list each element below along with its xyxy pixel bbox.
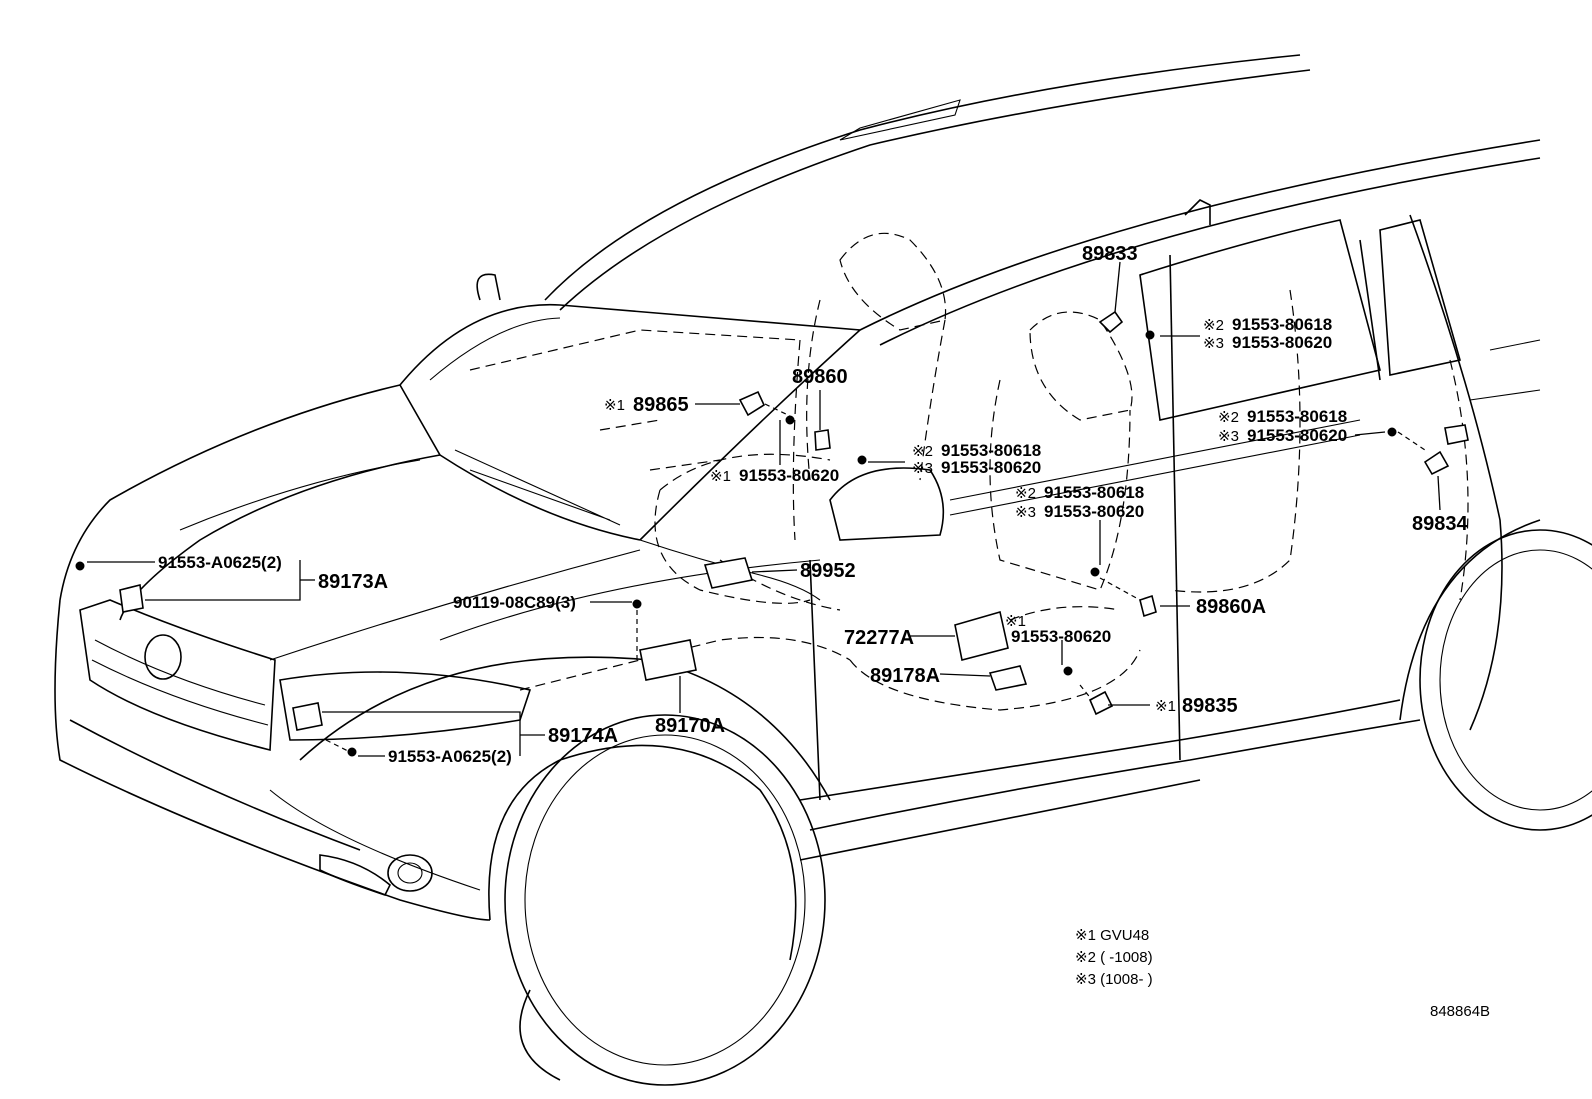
part-89833-glyph [1098, 310, 1124, 334]
mark-3: ※3 [1015, 504, 1036, 521]
legend-from-1008: ※3 (1008- ) [1075, 971, 1153, 988]
label-89173A: 89173A [318, 571, 388, 593]
bolt-glyph [1063, 666, 1073, 676]
bolt-glyph [632, 599, 642, 609]
label-91553-A0625-top: 91553-A0625(2) [158, 553, 282, 572]
bolt-glyph [347, 747, 357, 757]
label-89860: 89860 [792, 366, 848, 388]
label-91553-80618: 91553-80618 [1247, 407, 1347, 426]
label-91553-80620: 91553-80620 [1232, 333, 1332, 352]
bolt-glyph [75, 561, 85, 571]
part-89170A-glyph [639, 639, 697, 681]
part-89173A-glyph [119, 584, 144, 613]
mark-2: ※2 [1203, 317, 1224, 334]
legend-to-1008: ※2 ( -1008) [1075, 949, 1153, 966]
bolt-glyph [785, 415, 795, 425]
part-labels: 89833 ※2 91553-80618 ※3 91553-80620 8986… [158, 243, 1468, 766]
vehicle-outline [54, 54, 1592, 1086]
label-91553-80618: 91553-80618 [941, 441, 1041, 460]
mark-2: ※2 [1218, 409, 1239, 426]
label-91553-80618: 91553-80618 [1232, 315, 1332, 334]
part-72277A-glyph [954, 610, 1009, 661]
legend-gvu48: ※1 GVU48 [1075, 927, 1149, 944]
part-89952-glyph [703, 557, 754, 589]
label-89834: 89834 [1412, 513, 1468, 535]
label-90119-08C89: 90119-08C89(3) [453, 593, 576, 612]
bolt-glyph [1145, 330, 1155, 340]
mark-2: ※2 [912, 443, 933, 460]
label-89833: 89833 [1082, 243, 1138, 265]
figure-code: 848864B [1430, 1003, 1490, 1020]
part-89865-glyph [738, 390, 766, 417]
label-91553-80620: 91553-80620 [941, 458, 1041, 477]
parts-glyphs [75, 310, 1469, 757]
label-89835: 89835 [1182, 695, 1238, 717]
mark-3: ※3 [1203, 335, 1224, 352]
part-89835-glyph [1088, 690, 1114, 716]
label-91553-80620: 91553-80620 [1044, 502, 1144, 521]
label-91553-80620: 91553-80620 [1011, 627, 1111, 646]
part-89174A-glyph [292, 702, 323, 731]
label-91553-80618: 91553-80618 [1044, 483, 1144, 502]
label-72277A: 72277A [844, 627, 914, 649]
mark-1: ※1 [1005, 613, 1026, 630]
bolt-glyph [857, 455, 867, 465]
bolt-glyph [1090, 567, 1100, 577]
mark-2: ※2 [1015, 485, 1036, 502]
part-89860-glyph [814, 429, 831, 451]
label-89174A: 89174A [548, 725, 618, 747]
mark-3: ※3 [1218, 428, 1239, 445]
legend: ※1 GVU48 ※2 ( -1008) ※3 (1008- ) [1075, 927, 1153, 988]
label-89178A: 89178A [870, 665, 940, 687]
label-89952: 89952 [800, 560, 856, 582]
interior-dashed [469, 232, 1469, 711]
label-89860A: 89860A [1196, 596, 1266, 618]
label-91553-A0625-bottom: 91553-A0625(2) [388, 747, 512, 766]
mark-1: ※1 [604, 397, 625, 414]
label-89865: 89865 [633, 394, 689, 416]
mark-1: ※1 [710, 468, 731, 485]
part-89178A-glyph [988, 665, 1028, 691]
part-89834b-glyph [1444, 424, 1469, 445]
leader-lines [87, 261, 1441, 757]
label-89170A: 89170A [655, 715, 725, 737]
label-91553-80620: 91553-80620 [739, 466, 839, 485]
part-89860A-glyph [1139, 594, 1157, 618]
part-89834-glyph [1423, 450, 1450, 476]
mark-3: ※3 [912, 460, 933, 477]
mark-1: ※1 [1155, 698, 1176, 715]
bolt-glyph [1387, 427, 1397, 437]
label-91553-80620: 91553-80620 [1247, 426, 1347, 445]
